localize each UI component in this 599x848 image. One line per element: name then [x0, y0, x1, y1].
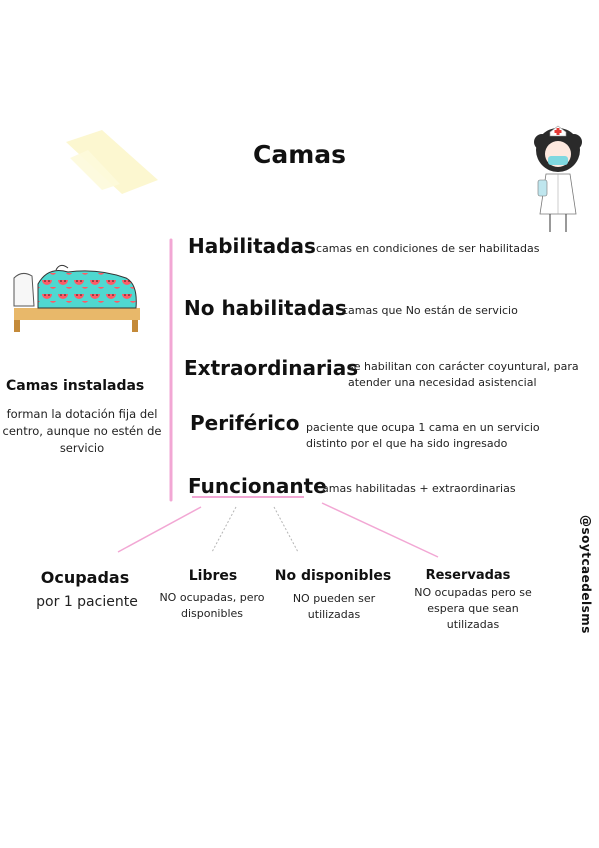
left-description: forman la dotación fija del centro, aunq…: [2, 407, 162, 455]
bed-illustration: [13, 264, 140, 332]
sub-term-ocupadas: Ocupadas: [40, 568, 130, 587]
def-periferico: paciente que ocupa 1 cama en un servicio…: [306, 421, 540, 450]
term-extraordinarias: Extraordinarias: [184, 356, 359, 380]
sub-def-reservadas: NO ocupadas pero se espera que sean util…: [414, 586, 532, 631]
term-periferico: Periférico: [190, 411, 300, 435]
connector-no-disponibles: [273, 506, 299, 553]
sub-def-ocupadas: por 1 paciente: [36, 594, 138, 610]
page-title: Camas: [252, 140, 347, 169]
term-no-habilitadas: No habilitadas: [184, 296, 347, 320]
sub-term-libres: Libres: [188, 568, 238, 584]
def-habilitadas: camas en condiciones de ser habilitadas: [316, 242, 540, 255]
term-funcionante: Funcionante: [188, 474, 327, 498]
def-extraordinarias: se habilitan con carácter coyuntural, pa…: [348, 360, 579, 389]
def-no-habilitadas: camas que No están de servicio: [342, 304, 518, 317]
author-handle: @soytcaedelsms: [579, 515, 593, 634]
sub-def-no-disponibles: NO pueden ser utilizadas: [292, 592, 376, 621]
tape-sticker: [66, 130, 158, 194]
def-funcionante: camas habilitadas + extraordinarias: [316, 482, 516, 495]
nurse-illustration: [534, 125, 582, 232]
sub-def-libres: NO ocupadas, pero disponibles: [159, 591, 265, 620]
term-habilitadas: Habilitadas: [188, 234, 316, 258]
connector-reservadas: [321, 502, 439, 558]
connector-ocupadas: [117, 506, 202, 553]
connector-libres: [211, 506, 237, 553]
sub-term-no-disponibles: No disponibles: [274, 568, 392, 584]
left-heading: Camas instaladas: [6, 378, 145, 394]
sub-term-reservadas: Reservadas: [425, 568, 511, 583]
